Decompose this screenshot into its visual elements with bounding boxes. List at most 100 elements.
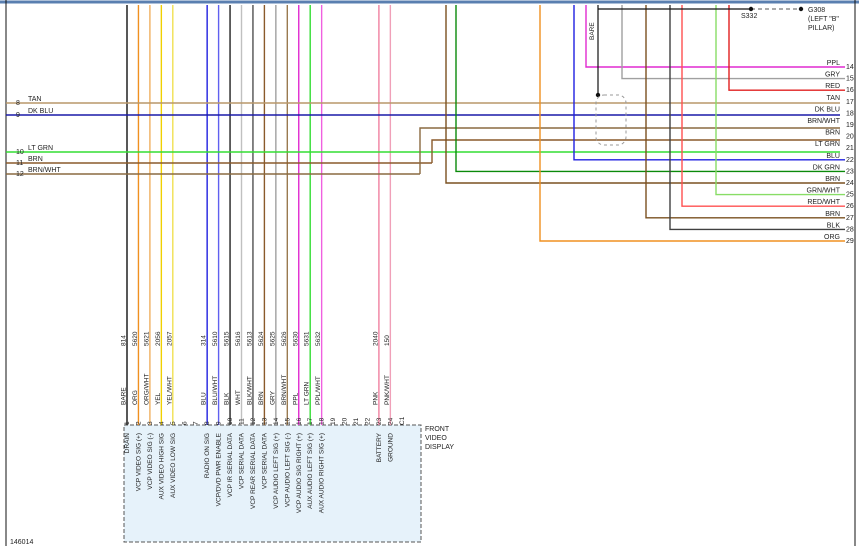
right-wire-color-20: BRN: [825, 130, 840, 137]
right-wire-25: [715, 5, 845, 196]
pin-number-18: 18: [319, 417, 326, 425]
right-wire-number-17: 17: [846, 99, 854, 106]
pin-function-5: AUX VIDEO LOW SIG: [170, 433, 177, 498]
left-wire-number-10: 10: [16, 149, 24, 156]
pin-number-19: 19: [330, 417, 337, 425]
pin-number-5: 5: [170, 421, 177, 425]
pin-function-23: BATTERY: [376, 432, 383, 462]
pin-number-14: 14: [273, 417, 280, 425]
left-wire-number-12: 12: [16, 171, 24, 178]
pin-circuit-14: 5625: [269, 331, 276, 346]
pin-number-21: 21: [353, 417, 360, 425]
left-wire-number-8: 8: [16, 100, 20, 107]
pin-function-11: VCP SERIAL DATA: [239, 432, 246, 489]
pin-color-10: BLK: [224, 392, 231, 405]
pin-number-16: 16: [296, 417, 303, 425]
pin-number-3: 3: [147, 421, 154, 425]
ground-g308-dot: [798, 6, 804, 12]
right-wire-number-28: 28: [846, 226, 854, 233]
pin-number-8: 8: [204, 421, 211, 425]
pin-number-15: 15: [284, 417, 291, 425]
pin-color-17: LT GRN: [304, 381, 311, 405]
pin-number-22: 22: [364, 417, 371, 425]
right-wire-28: [669, 5, 845, 231]
pin-function-3: VCP VIDEO SIG (-): [147, 433, 154, 490]
pin-circuit-12: 5613: [246, 331, 253, 346]
pin-circuit-13: 5624: [258, 331, 265, 346]
diagram-id: 146014: [10, 539, 33, 546]
pin-number-24: 24: [387, 417, 394, 425]
pin-color-18: PPL/WHT: [315, 376, 322, 405]
pin-color-4: YEL: [155, 392, 162, 405]
left-wire-color-8: TAN: [28, 96, 41, 103]
pin-color-14: GRY: [269, 390, 276, 405]
right-wire-color-29: ORG: [824, 234, 840, 241]
right-wire-number-23: 23: [846, 168, 854, 175]
right-wire-number-29: 29: [846, 238, 854, 245]
pin-circuit-24: 150: [384, 335, 391, 346]
right-wire-number-26: 26: [846, 203, 854, 210]
pin-number-20: 20: [342, 417, 349, 425]
pin-function-1: DRAIN: [124, 433, 131, 454]
right-wire-27: [645, 5, 845, 219]
right-wire-color-16: RED: [825, 83, 840, 90]
pin-number-1: 1: [124, 421, 131, 425]
ground-g308-label: G308: [808, 7, 825, 14]
pin-color-15: BRN/WHT: [281, 375, 288, 405]
pin-function-10: VCP IR SERIAL DATA: [227, 432, 234, 497]
pin-number-12: 12: [250, 417, 257, 425]
pin-circuit-16: 5630: [292, 331, 299, 346]
left-wire-number-11: 11: [16, 160, 23, 167]
right-wire-number-20: 20: [846, 134, 854, 141]
splice-s332-dot: [748, 6, 754, 12]
pin-circuit-23: 2040: [372, 331, 379, 346]
right-wire-23: [455, 5, 845, 173]
pin-function-18: AUX AUDIO RIGHT SIG (+): [319, 433, 326, 513]
pin-color-5: YEL/WHT: [166, 376, 173, 405]
connector-title: FRONT VIDEO DISPLAY: [425, 426, 454, 451]
bare-label: BARE: [589, 22, 596, 40]
pin-color-11: WHT: [235, 390, 242, 405]
right-wire-color-22: BLU: [826, 153, 840, 160]
left-wire-color-10: LT GRN: [28, 145, 53, 152]
ground-area: BARE S332 G308 (LEFT "B" PILLAR): [589, 5, 839, 146]
pin-function-13: VCP SERIAL DATA: [261, 432, 268, 489]
connector-name-line2: VIDEO: [425, 435, 447, 442]
pin-circuit-11: 5616: [235, 331, 242, 346]
right-wire-number-18: 18: [846, 110, 854, 117]
right-wire-number-19: 19: [846, 122, 854, 129]
pin-circuit-10: 5615: [224, 331, 231, 346]
pin-circuit-8: 314: [201, 335, 208, 346]
left-wire-11-route: [431, 139, 840, 163]
right-wire-color-15: GRY: [825, 72, 840, 79]
pin-number-23: 23: [376, 417, 383, 425]
pin-color-9: BLU/WHT: [212, 376, 219, 405]
pin-number-10: 10: [227, 417, 234, 425]
pin-function-9: VCP/DVD PWR ENABLE: [216, 432, 223, 506]
right-wire-number-14: 14: [846, 64, 854, 71]
shield-outline: [595, 94, 627, 146]
pin-number-11: 11: [239, 418, 246, 425]
pin-function-2: VCP VIDEO SIG (+): [135, 433, 142, 491]
right-wire-color-28: BLK: [827, 222, 841, 229]
left-wire-color-9: DK BLU: [28, 108, 53, 115]
right-wire-22: [573, 5, 845, 161]
pin-circuit-3: 5621: [143, 331, 150, 346]
right-wire-color-19: BRN/WHT: [807, 118, 840, 125]
ground-location-line2: PILLAR): [808, 25, 834, 32]
right-wire-29: [539, 5, 845, 242]
pin-color-23: PNK: [372, 391, 379, 405]
right-wire-14: [585, 5, 845, 68]
connector-name-line1: FRONT: [425, 426, 450, 433]
right-wire-color-23: DK GRN: [813, 164, 840, 171]
right-wire-color-18: DK BLU: [815, 106, 840, 113]
left-wire-color-11: BRN: [28, 156, 43, 163]
pin-color-24: PNK/WHT: [384, 375, 391, 405]
ground-location-line1: (LEFT "B": [808, 16, 839, 23]
left-wire-color-12: BRN/WHT: [28, 167, 61, 174]
pin-number-2: 2: [135, 421, 142, 425]
pin-color-16: PPL: [292, 392, 299, 405]
pin-function-4: AUX VIDEO HIGH SIG: [158, 433, 165, 499]
